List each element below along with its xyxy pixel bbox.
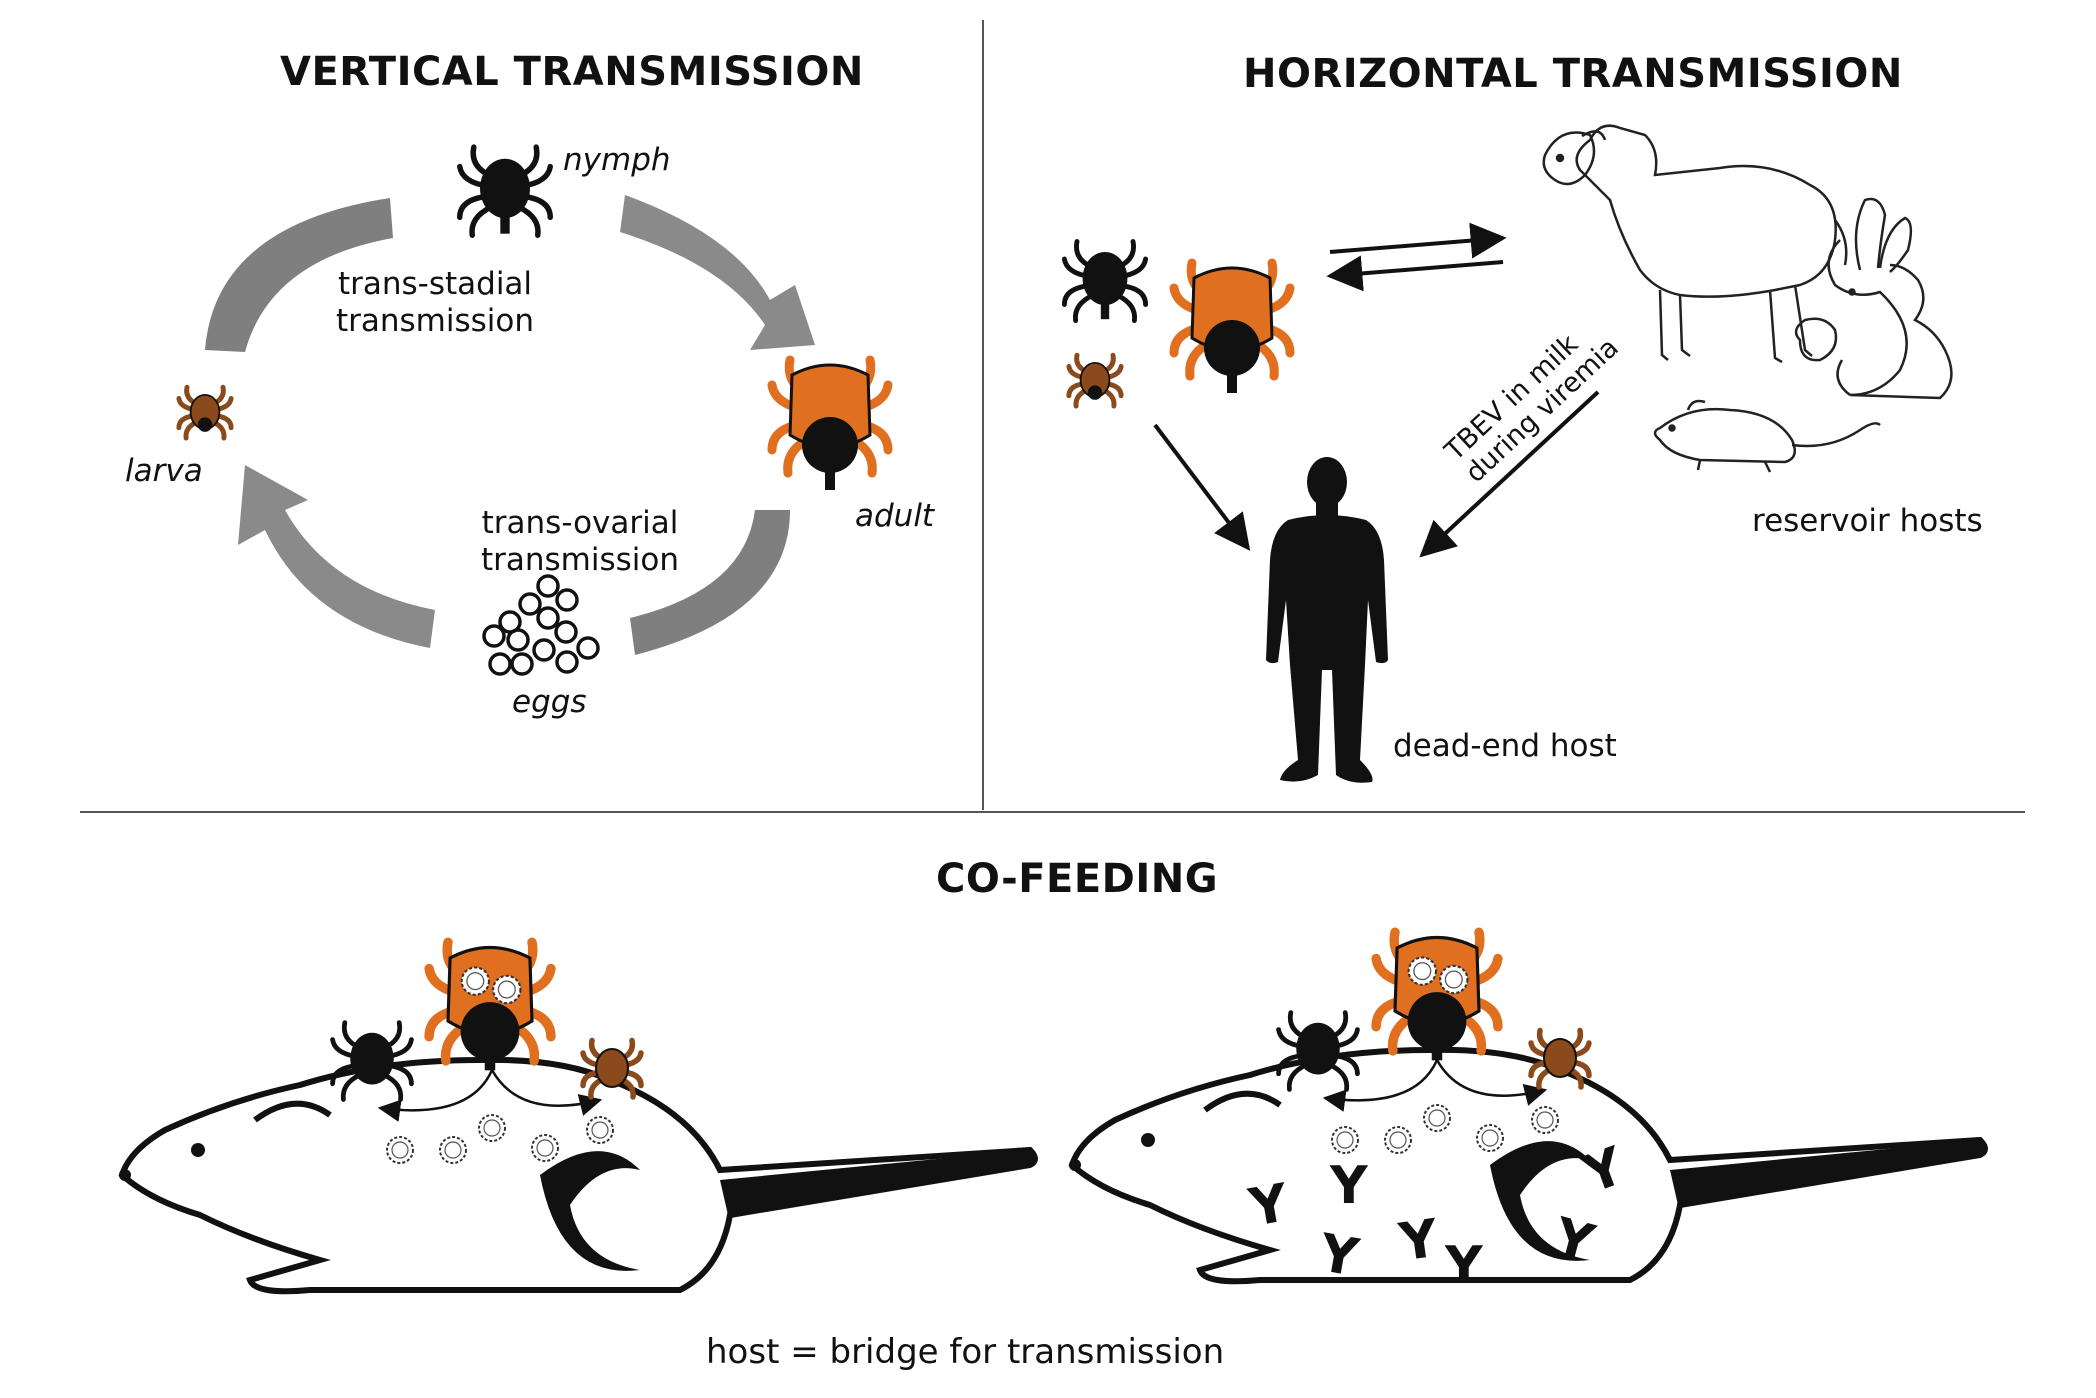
eggs-egg-icon: [482, 574, 600, 676]
cofeeding-nymph-tick-icon-2: [1279, 1013, 1358, 1090]
cofeeding-adult-tick-icon-2: [1376, 932, 1498, 1061]
cycle-arrow-larva-to-nymph: [205, 198, 393, 352]
nymph-tick-icon: [460, 147, 550, 235]
larva-label: larva: [125, 453, 203, 489]
cofeeding-arrows: [377, 1059, 1548, 1122]
cycle-arrow-eggs-to-larva: [238, 465, 435, 648]
horizontal-adult-tick-icon: [1174, 263, 1290, 393]
reservoir-hosts-label: reservoir hosts: [1752, 503, 1983, 539]
rabbit-icon: [1794, 197, 1953, 400]
adult-tick-icon: [772, 360, 888, 490]
cofeeding-larva-tick-icon: [583, 1041, 641, 1098]
arrow-milk-to-human: [1419, 390, 1600, 558]
rat-with-antibodies-icon: [1068, 1046, 1988, 1285]
arrow-ticks-to-human: [1153, 423, 1251, 551]
antibody-icon: Y: [1445, 1236, 1483, 1296]
arrow-ticks-to-hosts: [1329, 222, 1507, 259]
antibody-icon: Y: [1395, 1208, 1442, 1274]
trans-stadial-line-1: trans-stadial: [337, 266, 533, 302]
trans-ovarial-label: trans-ovarial transmission: [475, 505, 685, 579]
vertical-transmission-title: VERTICAL TRANSMISSION: [280, 49, 864, 95]
trans-stadial-line-2: transmission: [335, 303, 535, 340]
cycle-arrow-nymph-to-adult: [620, 195, 815, 350]
co-feeding-caption: host = bridge for transmission: [706, 1332, 1225, 1372]
horizontal-nymph-tick-icon: [1064, 242, 1145, 321]
rat-icon: [118, 1056, 1038, 1295]
cycle-arrow-adult-to-eggs: [630, 510, 790, 655]
trans-stadial-label: trans-stadial transmission: [330, 266, 540, 340]
horizontal-larva-tick-icon: [1069, 355, 1121, 406]
eggs-label: eggs: [512, 684, 587, 720]
co-feeding-title: CO-FEEDING: [936, 856, 1219, 902]
cofeeding-larva-tick-icon-2: [1531, 1031, 1589, 1088]
cofeeding-nymph-tick-icon: [333, 1023, 412, 1100]
larva-tick-icon: [179, 387, 231, 438]
human-icon: [1266, 457, 1388, 783]
mouse-icon: [1653, 399, 1881, 473]
trans-ovarial-line-2: transmission: [480, 542, 680, 579]
sheep-icon: [1542, 124, 1848, 364]
trans-ovarial-line-1: trans-ovarial: [481, 505, 679, 541]
horizontal-transmission-title: HORIZONTAL TRANSMISSION: [1243, 51, 1903, 97]
adult-label: adult: [855, 498, 935, 534]
cofeeding-adult-tick-icon: [429, 942, 551, 1071]
arrow-hosts-to-ticks: [1326, 255, 1504, 292]
nymph-label: nymph: [563, 142, 671, 178]
antibody-icon: Y: [1330, 1156, 1368, 1216]
dead-end-host-label: dead-end host: [1393, 728, 1617, 764]
